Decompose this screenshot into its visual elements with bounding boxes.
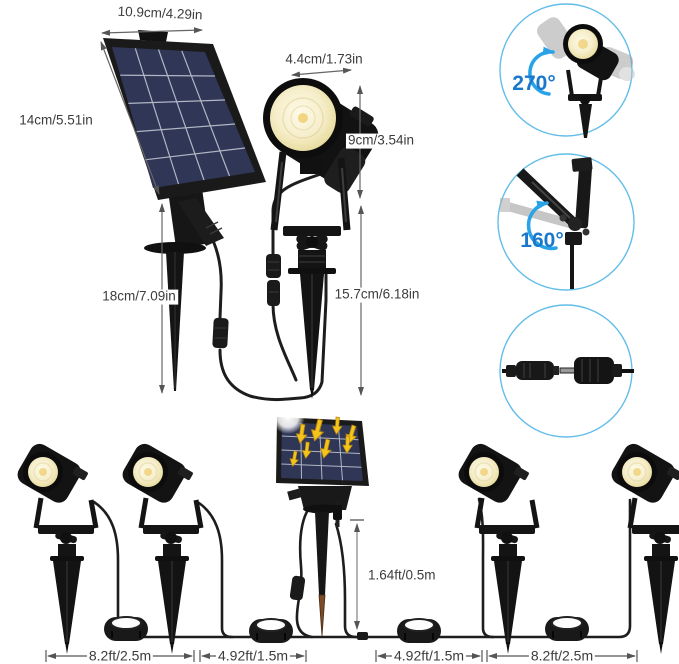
bottom-spotlight-3 xyxy=(455,440,537,654)
cable-coil-4 xyxy=(544,616,590,642)
rotation-degree-label: 270° xyxy=(512,72,556,95)
panel-stake-label: 18cm/7.09in xyxy=(100,288,178,305)
cable-span-label-3: 4.92ft/1.5m xyxy=(391,647,467,664)
panel-height-label: 14cm/5.51in xyxy=(17,112,95,129)
cable-span-label-1: 8.2ft/2.5m xyxy=(86,647,154,664)
bottom-solar-panel-graphic xyxy=(271,400,369,637)
cable-coil-2 xyxy=(248,618,294,644)
feature-circle-rotation xyxy=(499,3,635,138)
cable-inline-connectors xyxy=(289,575,368,640)
light-stake-label: 15.7cm/6.18in xyxy=(332,286,422,303)
cable-coil-3 xyxy=(396,618,442,644)
spotlight-graphic xyxy=(263,78,379,399)
light-head-height-label: 9cm/3.54in xyxy=(345,132,417,149)
cable-span-label-2: 4.92ft/1.5m xyxy=(215,647,291,664)
bottom-spotlight-4 xyxy=(608,440,679,654)
solar-panel-graphic xyxy=(103,30,266,391)
bottom-spotlight-1 xyxy=(14,440,96,654)
feature-circle-connector xyxy=(499,304,634,438)
cable-span-label-4: 8.2ft/2.5m xyxy=(528,647,596,664)
light-head-width-label: 4.4cm/1.73in xyxy=(283,51,365,68)
tilt-degree-label: 160° xyxy=(520,229,564,252)
feature-circle-tilt xyxy=(497,153,635,291)
panel-mount-height-label: 1.64ft/0.5m xyxy=(366,567,438,584)
dimension-arrow-panel-height xyxy=(350,519,364,630)
cable-coil-1 xyxy=(103,616,149,642)
